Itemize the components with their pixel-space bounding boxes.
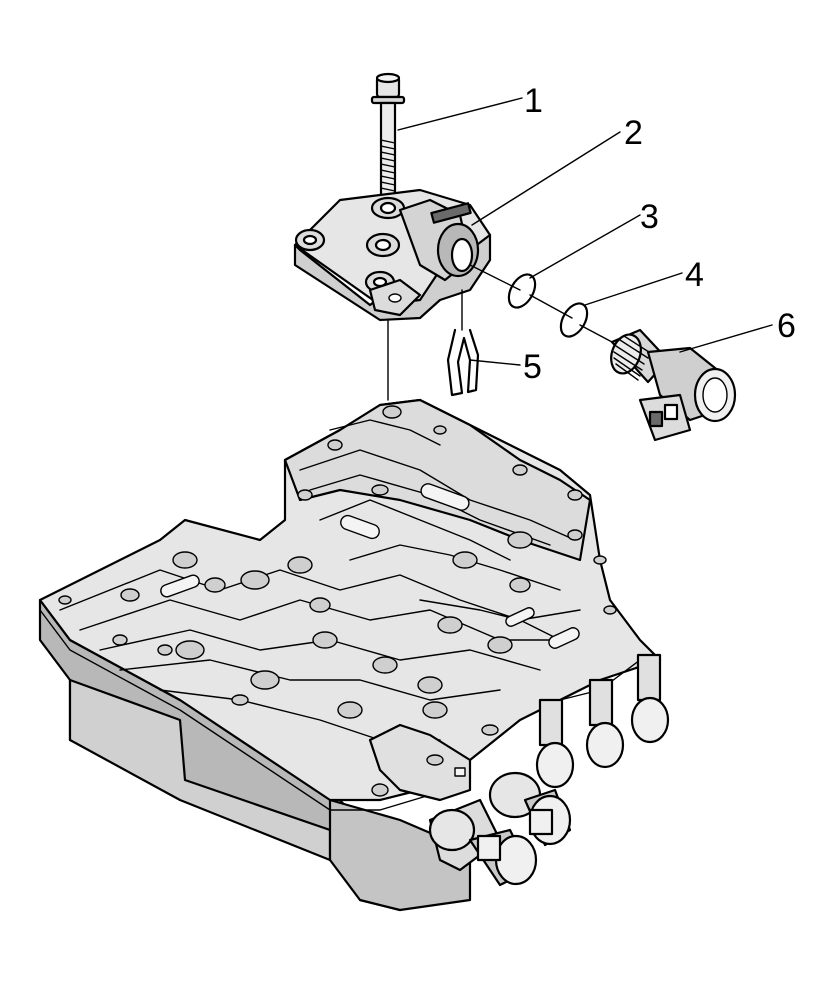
leader-6 [679, 324, 773, 353]
callout-4: 4 [685, 256, 704, 294]
mounted-solenoid-b [488, 771, 572, 847]
leader-1 [397, 97, 523, 131]
leader-4 [584, 272, 683, 306]
mounted-solenoid-c [535, 698, 575, 789]
leader-5 [469, 359, 521, 366]
valve-body [38, 398, 662, 912]
callout-6: 6 [777, 307, 796, 345]
assembly-axis-lines [387, 264, 613, 401]
solenoid [610, 328, 737, 442]
retaining-clip [446, 328, 480, 397]
solenoid-housing [293, 188, 492, 322]
callout-1: 1 [524, 82, 543, 120]
mounted-solenoids [368, 653, 670, 887]
solenoid-coil-windings [613, 335, 653, 381]
o-ring-inner [559, 302, 589, 338]
callout-2: 2 [624, 114, 643, 152]
valve-body-bosses [58, 405, 617, 797]
mounted-bracket [368, 723, 472, 802]
callout-leaders [397, 97, 773, 366]
mounted-solenoid-a [428, 798, 538, 887]
valve-body-slots [160, 483, 580, 649]
bolt [370, 72, 406, 200]
leader-3 [529, 214, 641, 279]
callout-3: 3 [640, 198, 659, 236]
valve-body-side-block [328, 798, 472, 912]
callout-labels: 1 2 3 4 5 6 [523, 82, 796, 386]
callout-5: 5 [523, 348, 542, 386]
o-ring-outer [507, 273, 537, 309]
leader-2 [471, 131, 621, 226]
mounted-solenoid-e [630, 653, 670, 744]
bolt-threads [380, 139, 396, 192]
mounted-solenoid-d [585, 678, 625, 769]
